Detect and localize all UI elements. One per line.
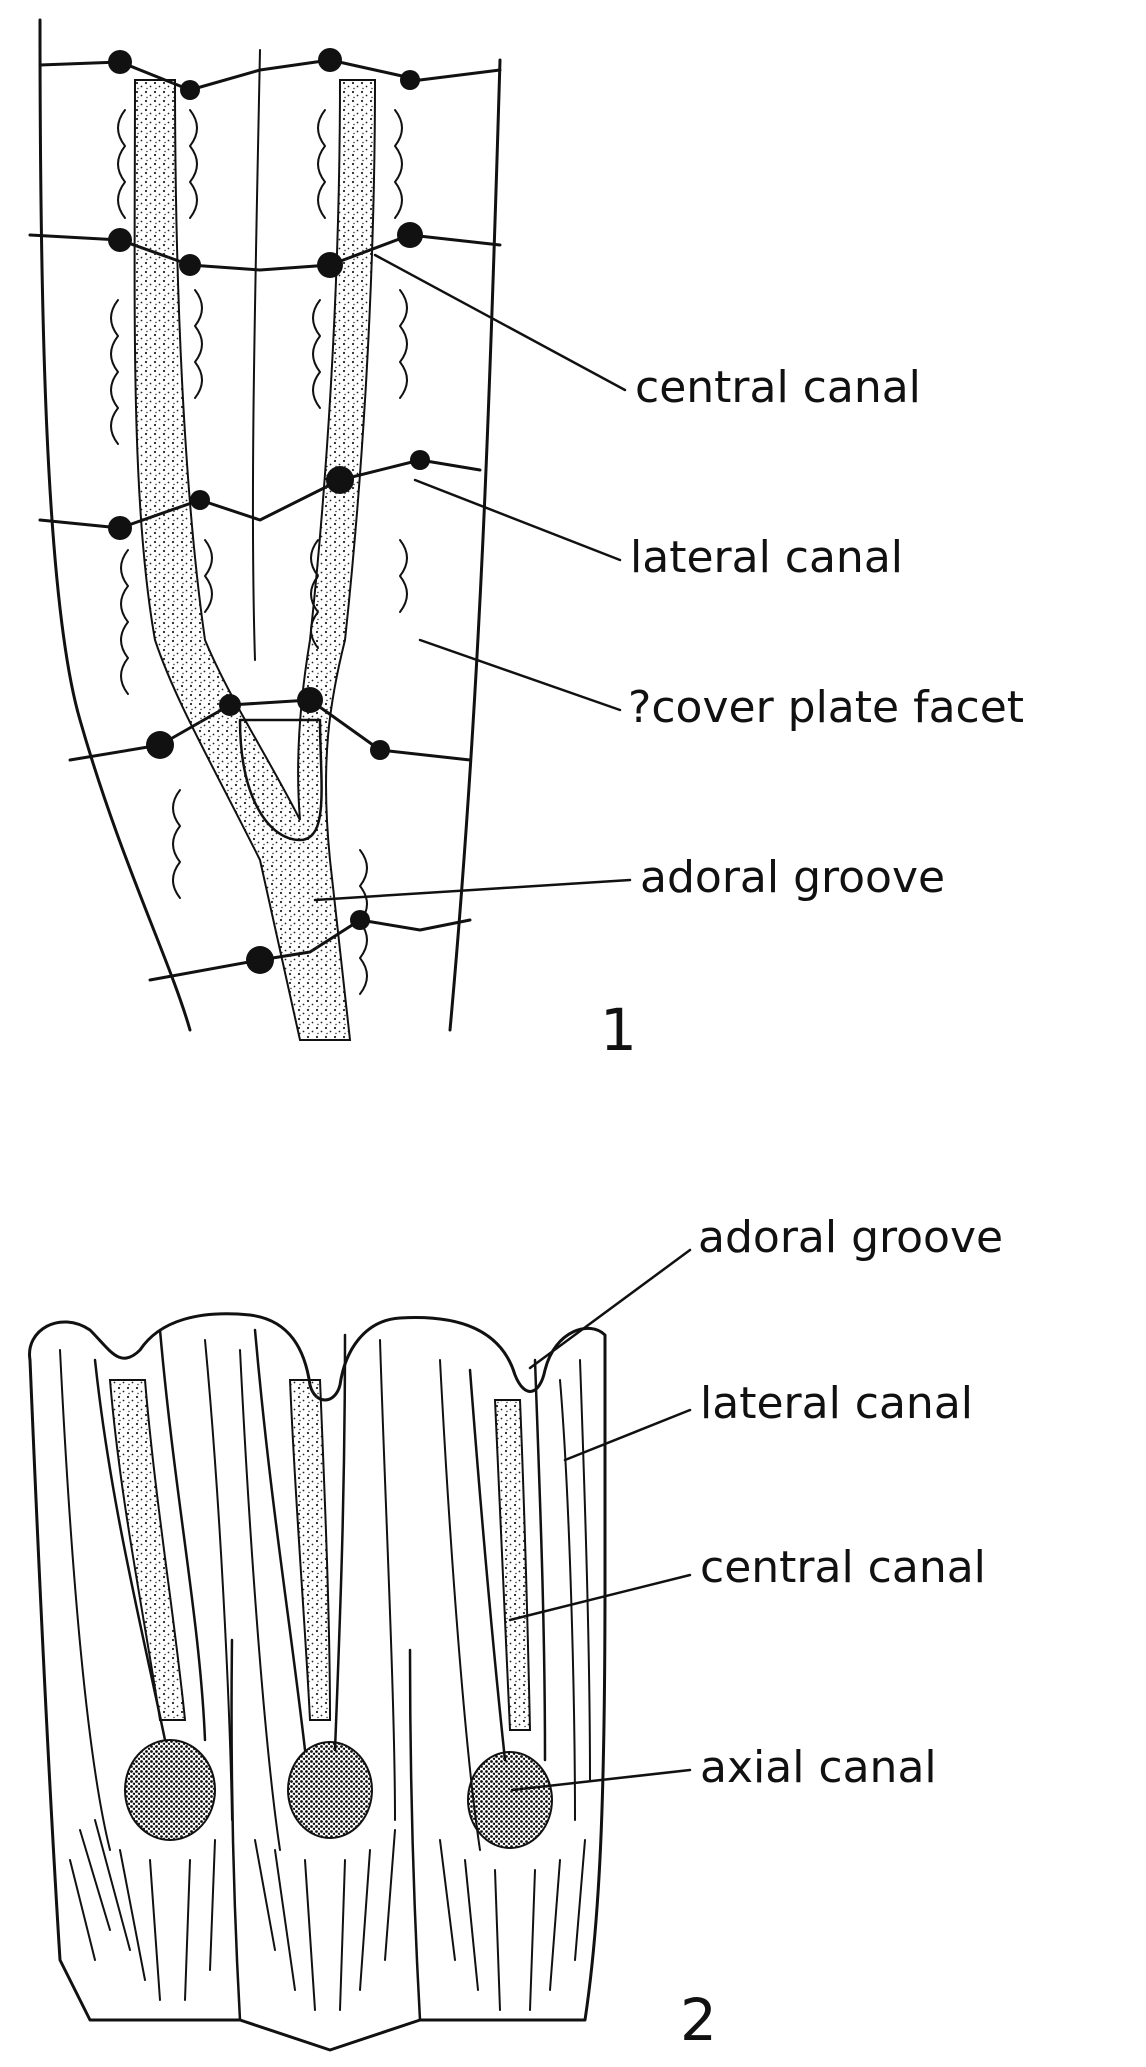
label-axial-canal: axial canal	[700, 1742, 937, 1793]
figure-2-drawing	[30, 1250, 690, 2050]
label-central-canal-2: central canal	[700, 1542, 986, 1593]
figure-number-2: 2	[680, 1986, 717, 2054]
figure-number-1: 1	[600, 996, 637, 1064]
label-lateral-canal-1: lateral canal	[630, 532, 903, 583]
axial-canals	[125, 1740, 552, 1848]
label-adoral-groove-2: adoral groove	[698, 1212, 1003, 1263]
label-central-canal-1: central canal	[635, 362, 921, 413]
figure-1-drawing	[30, 20, 630, 1040]
label-lateral-canal-2: lateral canal	[700, 1378, 973, 1429]
central-canal-stippled	[135, 80, 375, 1040]
label-cover-plate-facet: ?cover plate facet	[628, 682, 1024, 733]
label-adoral-groove-1: adoral groove	[640, 852, 945, 903]
